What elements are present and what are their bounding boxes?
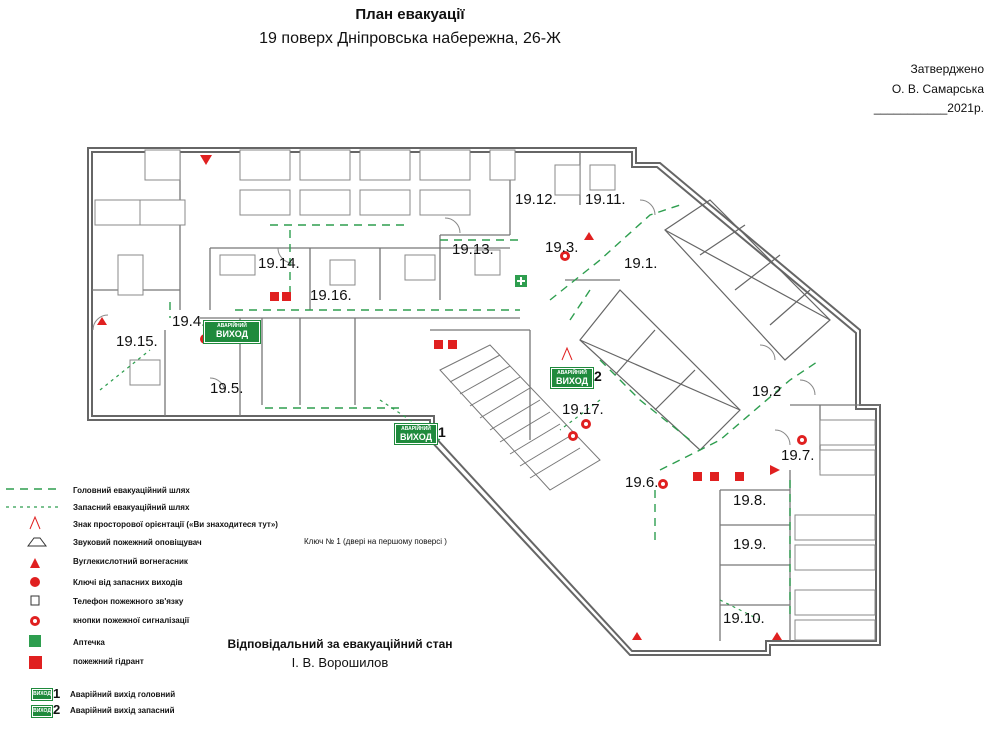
legend-exit-spare-sign: ВИХОД: [31, 705, 53, 718]
fire-alarm-sounder-icon: [27, 537, 47, 547]
extinguisher-markers: [97, 155, 782, 640]
legend-item-spare-route-line: Запасний евакуаційний шлях: [73, 503, 190, 512]
legend-item-fire-phone-icon: Телефон пожежного зв'язку: [73, 597, 184, 606]
legend-item-fire-alarm-sounder-icon: Звуковий пожежний оповіщувач: [73, 538, 202, 547]
you-are-here-icon: [561, 346, 573, 361]
room-label: 19.5.: [210, 380, 243, 397]
approval-label: Затверджено: [910, 62, 984, 76]
room-label: 19.3.: [545, 239, 578, 256]
room-label: 19.9.: [733, 536, 766, 553]
legend-item-co2-extinguisher-icon: Вуглекислотний вогнегасник: [73, 557, 188, 566]
legend-item-first-aid-icon: Аптечка: [73, 638, 105, 647]
exit-main-number: 1: [438, 424, 446, 440]
fire-hydrant-legend-icon: [29, 656, 42, 669]
you-are-here-legend-icon: [29, 515, 41, 530]
approval-name: О. В. Самарська: [891, 82, 984, 96]
co2-extinguisher-icon: [30, 558, 40, 568]
first-aid-legend-icon: [29, 635, 41, 647]
main-evacuation-route: [169, 204, 821, 620]
room-label: 19.8.: [733, 492, 766, 509]
room-label: 19.13.: [452, 241, 494, 258]
fire-alarm-button-dot: [33, 619, 37, 623]
first-aid-cross: [517, 277, 525, 285]
room-label: 19.15.: [116, 333, 158, 350]
room-label: 19.4.: [172, 313, 205, 330]
furniture: [94, 149, 876, 641]
room-label: 19.2: [752, 383, 781, 400]
doors: [92, 199, 816, 446]
page-title: План евакуації: [355, 6, 465, 23]
spare-evacuation-route: [99, 349, 761, 621]
legend-exit-main-label: Аварійний вихід головний: [70, 690, 176, 699]
stairwell: [439, 344, 601, 491]
page-subtitle: 19 поверх Дніпровська набережна, 26-Ж: [259, 30, 561, 47]
alarm-button-markers: [200, 251, 807, 489]
approval-date: ___________2021р.: [873, 101, 984, 115]
legend-icons: [6, 488, 60, 647]
hydrant-markers: [270, 292, 744, 481]
legend-item-you-are-here-icon: Знак просторової орієнтації («Ви знаходи…: [73, 520, 278, 529]
key-note: Ключ № 1 (двері на першому поверсі ): [304, 537, 447, 546]
legend-item-fire-alarm-button-icon: кнопки пожежної сигналізації: [73, 616, 190, 625]
legend-exit-spare-number: 2: [53, 702, 61, 717]
room-label: 19.10.: [723, 610, 765, 627]
room-label: 19.6.: [625, 474, 658, 491]
responsible-name: І. В. Ворошилов: [291, 655, 389, 670]
legend-exit-main-number: 1: [53, 686, 61, 701]
legend-item-keys-icon: Ключі від запасних виходів: [73, 578, 183, 587]
room-label: 19.17.: [562, 401, 604, 418]
legend-item-fire-hydrant-icon: пожежний гідрант: [73, 657, 144, 666]
responsible-title: Відповідальний за евакуаційний стан: [227, 637, 453, 651]
room-label: 19.7.: [781, 447, 814, 464]
room-label: 19.14.: [258, 255, 300, 272]
room-label: 19.12.: [515, 191, 557, 208]
legend-exit-spare-label: Аварійний вихід запасний: [70, 706, 175, 715]
keys-icon: [30, 577, 40, 587]
room-labels: 19.1. 19.2 19.3. 19.4. 19.5. 19.6. 19.7. 19.8. 1…: [116, 191, 814, 627]
legend-item-main-route-line: Головний евакуаційний шлях: [73, 486, 190, 495]
room-label: 19.1.: [624, 255, 657, 272]
legend-exit-main-sign: ВИХОД: [31, 688, 53, 701]
exit-spare-number: 2: [594, 368, 602, 384]
outer-walls: [87, 147, 881, 656]
room-label: 19.16.: [310, 287, 352, 304]
elevator-shafts: [579, 199, 831, 451]
fire-phone-icon: [30, 595, 40, 606]
room-label: 19.11.: [585, 191, 626, 208]
